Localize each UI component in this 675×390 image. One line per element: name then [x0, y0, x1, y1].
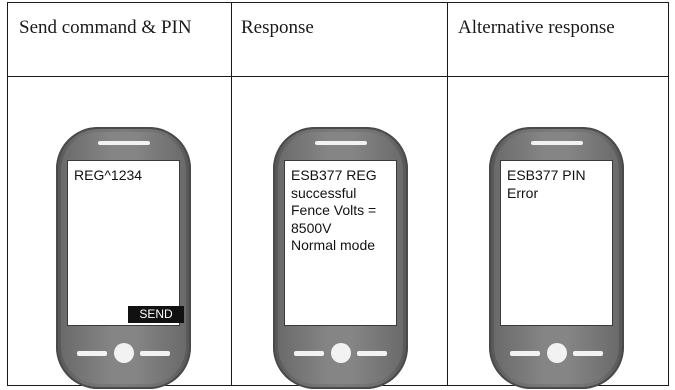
right-key-icon: [357, 351, 387, 356]
header-send-command: Send command & PIN: [19, 17, 192, 38]
instruction-table: Send command & PIN Response Alternative …: [7, 2, 669, 389]
left-key-icon: [77, 351, 107, 356]
screen-text: ESB377 PIN Error: [507, 167, 586, 201]
column-divider: [447, 3, 448, 385]
phone-response: ESB377 REG successful Fence Volts = 8500…: [273, 127, 408, 389]
left-key-icon: [294, 351, 324, 356]
phone-send: REG^1234 SEND: [56, 127, 191, 389]
header-alternative-response: Alternative response: [458, 17, 615, 38]
right-key-icon: [573, 351, 603, 356]
speaker-icon: [97, 141, 150, 145]
right-key-icon: [140, 351, 170, 356]
home-button-icon: [546, 343, 567, 363]
speaker-icon: [530, 141, 583, 145]
send-button[interactable]: SEND: [128, 306, 184, 323]
header-divider: [8, 76, 668, 77]
phone-screen: ESB377 PIN Error: [500, 160, 613, 326]
phone-screen: REG^1234 SEND: [67, 160, 184, 326]
screen-text: ESB377 REG successful Fence Volts = 8500…: [291, 167, 377, 253]
column-divider: [231, 3, 232, 385]
left-key-icon: [510, 351, 540, 356]
header-response: Response: [241, 17, 314, 38]
home-button-icon: [113, 343, 134, 363]
home-button-icon: [330, 343, 351, 363]
phone-screen: ESB377 REG successful Fence Volts = 8500…: [284, 160, 397, 326]
speaker-icon: [314, 141, 367, 145]
phone-alternative-response: ESB377 PIN Error: [489, 127, 624, 389]
screen-text: REG^1234: [74, 167, 143, 183]
